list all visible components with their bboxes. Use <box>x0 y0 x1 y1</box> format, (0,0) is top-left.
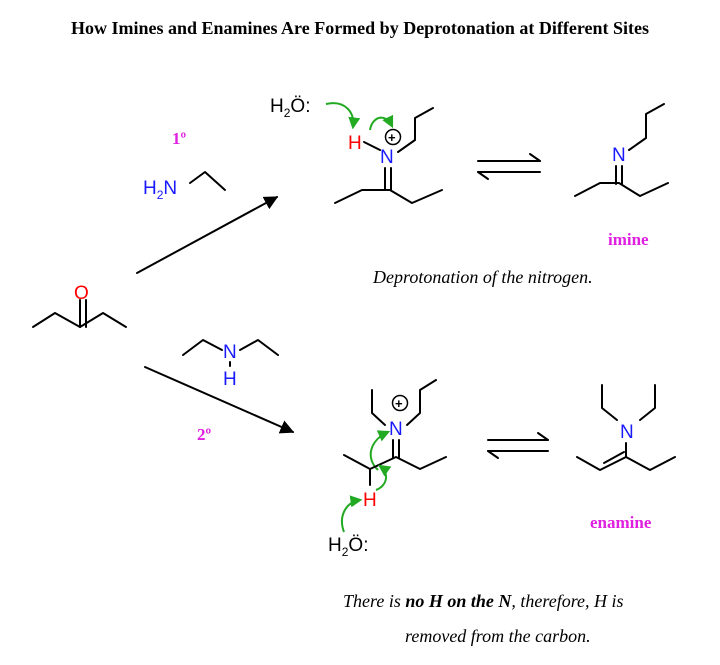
svg-text:+: + <box>395 396 403 411</box>
iminium-intermediate: H2Ö: H + N <box>270 96 443 204</box>
enamine-caption-line1: There is no H on the N, therefore, H is <box>343 591 624 611</box>
equilibrium-arrows-bottom <box>487 432 549 459</box>
svg-text:+: + <box>388 130 396 145</box>
ketone-molecule: O <box>32 283 127 328</box>
svg-text:H2N: H2N <box>143 178 177 202</box>
water-top: H2Ö: <box>270 96 310 120</box>
imine-product: N <box>574 103 669 197</box>
secondary-amine-molecule: N H <box>182 339 279 390</box>
secondary-amine-nitrogen: N <box>223 342 237 363</box>
primary-amine-label: 1º <box>172 129 187 148</box>
enamine-product: N <box>576 384 676 471</box>
imine-label: imine <box>608 230 649 249</box>
enamine-label: enamine <box>590 513 652 532</box>
imine-nitrogen: N <box>612 145 626 166</box>
iminium-nitrogen: N <box>380 147 394 168</box>
ketone-oxygen: O <box>74 283 89 304</box>
positive-charge-icon <box>384 128 402 146</box>
imine-caption: Deprotonation of the nitrogen. <box>373 267 593 287</box>
iminium-nitrogen-2: N <box>389 419 403 440</box>
enamine-caption-line2: removed from the carbon. <box>405 626 591 646</box>
enamine-nitrogen: N <box>620 422 634 443</box>
secondary-amine-hydrogen: H <box>223 369 237 390</box>
primary-amine-molecule: H2N <box>143 171 226 202</box>
nh-hydrogen: H <box>348 133 362 154</box>
page-title: How Imines and Enamines Are Formed by De… <box>71 18 649 38</box>
reaction-arrow-secondary <box>144 366 295 434</box>
enamine-caption-emphasis: no H on the N <box>405 591 512 611</box>
equilibrium-arrows-top <box>477 153 541 180</box>
reaction-arrow-primary <box>136 196 279 274</box>
iminium-intermediate-2: + N H H2Ö: <box>328 379 447 559</box>
positive-charge-icon <box>391 394 409 412</box>
secondary-amine-label: 2º <box>197 425 212 444</box>
water-bottom: H2Ö: <box>328 535 368 559</box>
ch-hydrogen: H <box>363 490 377 511</box>
